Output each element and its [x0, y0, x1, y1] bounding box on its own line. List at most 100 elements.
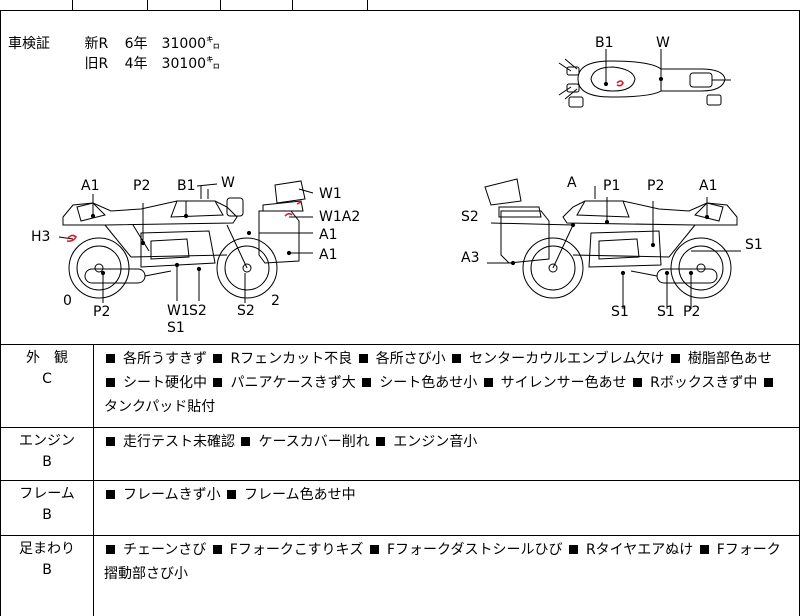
right-side-diagram: A P1 P2 A1 S2 S1 A3 S1 S1 P2: [461, 175, 763, 320]
condition-item: 各所さび小: [376, 351, 446, 367]
header-cell: [292, 0, 368, 11]
right-label-s1-engine: S1: [611, 304, 629, 320]
bullet-square-icon: [241, 437, 250, 446]
category-label: フレーム: [1, 484, 93, 505]
top-label-b1: B1: [595, 35, 614, 51]
condition-row-suspension: 足まわり B チェーンさび Fフォークこすりキズ Fフォークダストシールひび R…: [1, 536, 800, 616]
left-label-w1: W1: [319, 186, 342, 202]
bullet-square-icon: [359, 354, 368, 363]
condition-item: Rボックスきず中: [650, 375, 757, 391]
category-grade: B: [1, 560, 93, 581]
bullet-square-icon: [106, 545, 115, 554]
bullet-square-icon: [213, 354, 222, 363]
right-label-a3: A3: [461, 250, 479, 266]
bullet-square-icon: [484, 378, 493, 387]
condition-table: 外 観 C 各所うすきず Rフェンカット不良 各所さび小 センターカウルエンブレ…: [0, 344, 800, 616]
left-label-b1: B1: [177, 178, 196, 194]
condition-item: 各所うすきず: [123, 351, 207, 367]
condition-row-engine: エンジン B 走行テスト未確認 ケースカバー削れ エンジン音小: [1, 428, 800, 481]
category-label: 足まわり: [1, 539, 93, 560]
bullet-square-icon: [376, 437, 385, 446]
left-label-a1-mid: A1: [319, 227, 337, 243]
right-label-a1: A1: [699, 178, 717, 194]
condition-row-frame: フレーム B フレームきず小 フレーム色あせ中: [1, 481, 800, 536]
category-grade: B: [1, 452, 93, 473]
bullet-square-icon: [764, 378, 773, 387]
category-grade: C: [1, 369, 93, 390]
bullet-square-icon: [370, 545, 379, 554]
condition-item: シート硬化中: [123, 375, 207, 391]
bullet-square-icon: [227, 490, 236, 499]
bullet-square-icon: [106, 437, 115, 446]
left-label-a1-low: A1: [319, 247, 337, 263]
left-label-p2-muffler: P2: [93, 304, 110, 320]
bullet-square-icon: [106, 490, 115, 499]
category-label: 外 観: [1, 348, 93, 369]
condition-category: エンジン B: [1, 428, 94, 481]
condition-item: エンジン音小: [393, 434, 477, 450]
right-label-p1: P1: [603, 178, 620, 194]
motorcycle-diagrams: B1 W: [1, 11, 799, 344]
condition-details: チェーンさび Fフォークこすりキズ Fフォークダストシールひび Rタイヤエアぬけ…: [94, 536, 800, 616]
header-cell: [220, 0, 293, 11]
condition-item: 走行テスト未確認: [123, 434, 235, 450]
bullet-square-icon: [700, 545, 709, 554]
bullet-square-icon: [671, 354, 680, 363]
right-label-s1-muffler: S1: [657, 304, 675, 320]
condition-item: フレーム色あせ中: [244, 487, 356, 503]
bullet-square-icon: [452, 354, 461, 363]
condition-item: サイレンサー色あせ: [501, 375, 627, 391]
bullet-square-icon: [106, 378, 115, 387]
header-cell: [72, 0, 148, 11]
right-label-p2-top: P2: [647, 178, 664, 194]
left-label-2: 2: [271, 293, 280, 309]
header-cell: [0, 0, 73, 11]
condition-item: Fフォークこすりキズ: [230, 542, 364, 558]
top-label-w: W: [656, 35, 670, 51]
left-label-s2-engine: S2: [189, 303, 207, 319]
condition-item: タンクパッド貼付: [104, 399, 215, 415]
condition-item: ケースカバー削れ: [258, 434, 369, 450]
category-label: エンジン: [1, 431, 93, 452]
left-label-w1a2: W1A2: [319, 209, 360, 225]
condition-category: 足まわり B: [1, 536, 94, 616]
condition-item: フレームきず小: [123, 487, 221, 503]
header-cell: [147, 0, 221, 11]
left-label-s1: S1: [167, 320, 185, 336]
top-view-diagram: B1 W: [559, 35, 731, 107]
left-label-h3: H3: [31, 229, 50, 245]
left-side-diagram: A1 P2 B1 W W1 W1A2 H3 A1 A1 0 P2 W1 S2 S…: [31, 175, 360, 336]
condition-category: フレーム B: [1, 481, 94, 536]
bullet-square-icon: [213, 545, 222, 554]
left-label-s2-front: S2: [237, 303, 255, 319]
condition-details: フレームきず小 フレーム色あせ中: [94, 481, 800, 536]
right-label-s2: S2: [461, 209, 479, 225]
damage-diagram-area: 車検証 新R 6年 31000㌔ 旧R 4年 30100㌔: [0, 11, 800, 344]
category-grade: B: [1, 505, 93, 526]
bullet-square-icon: [362, 378, 371, 387]
condition-item: 樹脂部色あせ: [688, 351, 772, 367]
condition-details: 各所うすきず Rフェンカット不良 各所さび小 センターカウルエンブレム欠け 樹脂…: [94, 345, 800, 428]
condition-item: チェーンさび: [123, 542, 206, 558]
condition-item: センターカウルエンブレム欠け: [469, 351, 664, 367]
condition-item: パニアケースきず大: [230, 375, 355, 391]
bullet-square-icon: [569, 545, 578, 554]
top-header-row: [0, 0, 800, 11]
left-label-w: W: [221, 175, 235, 191]
condition-item: Rフェンカット不良: [230, 351, 352, 367]
condition-row-exterior: 外 観 C 各所うすきず Rフェンカット不良 各所さび小 センターカウルエンブレ…: [1, 345, 800, 428]
left-label-p2-seat: P2: [133, 178, 150, 194]
right-label-a: A: [567, 175, 577, 191]
condition-category: 外 観 C: [1, 345, 94, 428]
left-label-w1-engine: W1: [167, 303, 190, 319]
condition-details: 走行テスト未確認 ケースカバー削れ エンジン音小: [94, 428, 800, 481]
bullet-square-icon: [213, 378, 222, 387]
bullet-square-icon: [633, 378, 642, 387]
condition-item: シート色あせ小: [379, 375, 477, 391]
right-label-p2-muffler: P2: [683, 304, 700, 320]
left-label-0: 0: [63, 293, 72, 309]
condition-item: Rタイヤエアぬけ: [586, 542, 693, 558]
condition-item: Fフォークダストシールひび: [387, 542, 563, 558]
bullet-square-icon: [106, 354, 115, 363]
inspection-sheet: 車検証 新R 6年 31000㌔ 旧R 4年 30100㌔: [0, 0, 800, 600]
